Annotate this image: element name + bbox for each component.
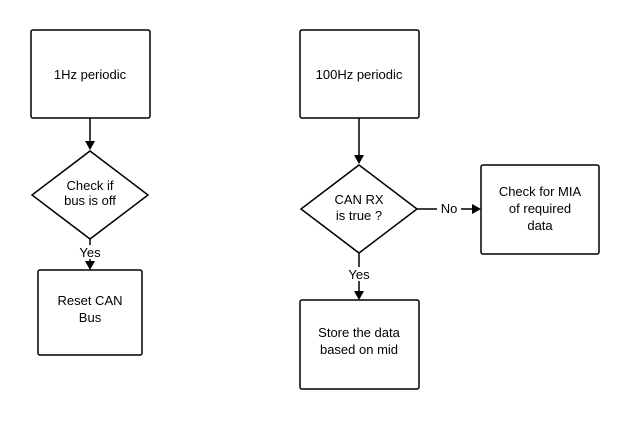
edge-label-no: No bbox=[441, 201, 458, 216]
arrowhead bbox=[354, 291, 364, 300]
no-label-bg bbox=[437, 201, 461, 216]
node-reset-can-bus-line2: Bus bbox=[79, 310, 102, 325]
node-100hz-periodic-label: 100Hz periodic bbox=[316, 67, 403, 82]
decision-bus-off-line2: bus is off bbox=[64, 193, 116, 208]
node-check-mia bbox=[480, 164, 600, 255]
node-1hz-periodic-label: 1Hz periodic bbox=[54, 67, 127, 82]
arrowhead bbox=[354, 155, 364, 164]
node-reset-can-bus-line1: Reset CAN bbox=[57, 293, 122, 308]
node-store-data-line2: based on mid bbox=[320, 342, 398, 357]
yes-label-bg-right bbox=[345, 267, 373, 281]
decision-can-rx-line2: is true ? bbox=[336, 208, 382, 223]
edge-label-yes: Yes bbox=[79, 245, 101, 260]
node-reset-can-bus bbox=[37, 269, 143, 356]
node-store-data-line1: Store the data bbox=[318, 325, 400, 340]
node-check-mia-line1: Check for MIA bbox=[499, 184, 582, 199]
decision-can-rx-line1: CAN RX bbox=[334, 192, 383, 207]
node-check-mia-line3: data bbox=[527, 218, 553, 233]
arrowhead bbox=[85, 141, 95, 150]
node-check-mia-line2: of required bbox=[509, 201, 571, 216]
node-store-data bbox=[299, 299, 420, 390]
decision-bus-off-line1: Check if bbox=[67, 178, 114, 193]
arrowhead bbox=[472, 204, 481, 214]
yes-label-bg bbox=[76, 245, 104, 259]
edge-label-yes-right: Yes bbox=[348, 267, 370, 282]
arrowhead bbox=[85, 261, 95, 270]
